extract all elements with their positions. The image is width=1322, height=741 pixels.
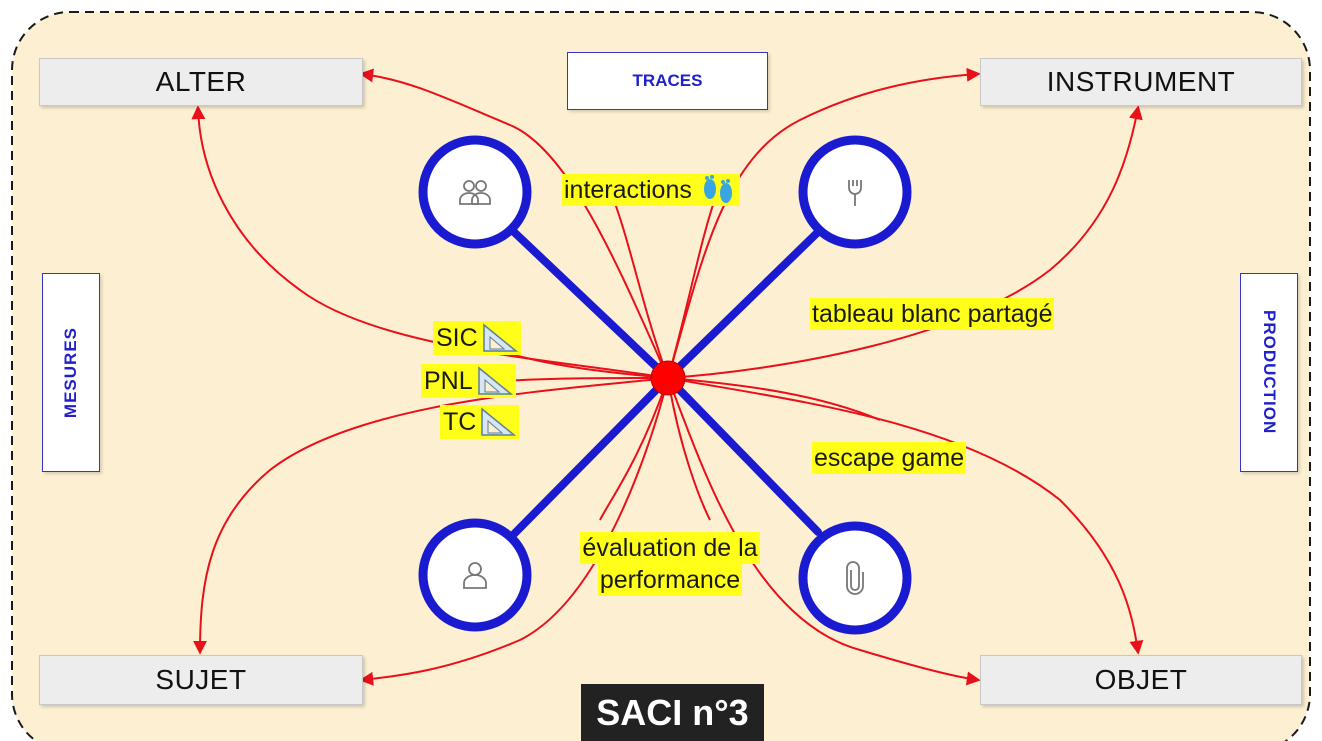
ruler-icon	[481, 407, 517, 436]
curve-to-objet-upper	[667, 377, 1144, 655]
ruler-icon	[482, 323, 518, 352]
category-traces: TRACES	[567, 52, 768, 110]
label-evaluation-line2: performance	[597, 564, 743, 596]
measure-pnl-label: PNL	[424, 367, 473, 395]
ruler-icon	[477, 366, 513, 395]
fan-curve-6	[667, 377, 711, 521]
axis-top-right	[664, 228, 822, 382]
corner-alter: ALTER	[39, 58, 363, 106]
curve-to-instrument-lower	[667, 105, 1143, 379]
node-circle-alter	[418, 135, 532, 249]
axis-bottom-left	[510, 374, 672, 538]
curve-to-alter-lower	[191, 105, 669, 379]
paperclip-icon	[837, 560, 873, 596]
footprints-icon	[698, 175, 738, 205]
curve-to-objet-lower	[667, 377, 981, 686]
category-mesures: MESURES	[42, 273, 100, 472]
measure-tc: TC	[440, 405, 520, 439]
label-escape: escape game	[812, 442, 967, 474]
fan-curve-5	[599, 377, 669, 521]
curve-to-sujet-upper	[193, 377, 669, 655]
measure-sic-label: SIC	[436, 324, 478, 352]
category-mesures-label: MESURES	[61, 326, 80, 419]
fan-curve-1	[609, 189, 669, 379]
corner-objet: OBJET	[980, 655, 1302, 705]
people-icon	[457, 174, 493, 210]
measure-pnl: PNL	[421, 364, 516, 398]
curve-to-sujet-lower	[359, 377, 669, 686]
corner-sujet: SUJET	[39, 655, 363, 705]
curve-to-alter-upper	[359, 68, 669, 379]
center-dot	[650, 360, 686, 396]
wrench-icon	[837, 174, 873, 210]
fan-curve-2	[667, 189, 719, 379]
measure-tc-label: TC	[443, 408, 477, 436]
axis-bottom-right	[664, 374, 822, 536]
label-interactions-text: interactions	[564, 176, 692, 204]
person-icon	[457, 557, 493, 593]
fan-curve-7	[667, 377, 881, 421]
measure-sic: SIC	[433, 321, 521, 355]
axis-top-left	[510, 228, 672, 382]
label-evaluation: évaluation de la performance	[555, 532, 785, 596]
corner-instrument: INSTRUMENT	[980, 58, 1302, 106]
curve-to-instrument-upper	[667, 67, 981, 379]
node-circle-objet	[798, 521, 912, 635]
label-tableau: tableau blanc partagé	[810, 298, 1055, 330]
diagram-title: SACI n°3	[581, 684, 764, 741]
category-production-label: PRODUCTION	[1260, 310, 1279, 435]
node-circle-instrument	[798, 135, 912, 249]
label-interactions: interactions	[562, 174, 740, 206]
label-evaluation-line1: évaluation de la	[580, 532, 760, 564]
category-production: PRODUCTION	[1240, 273, 1298, 472]
